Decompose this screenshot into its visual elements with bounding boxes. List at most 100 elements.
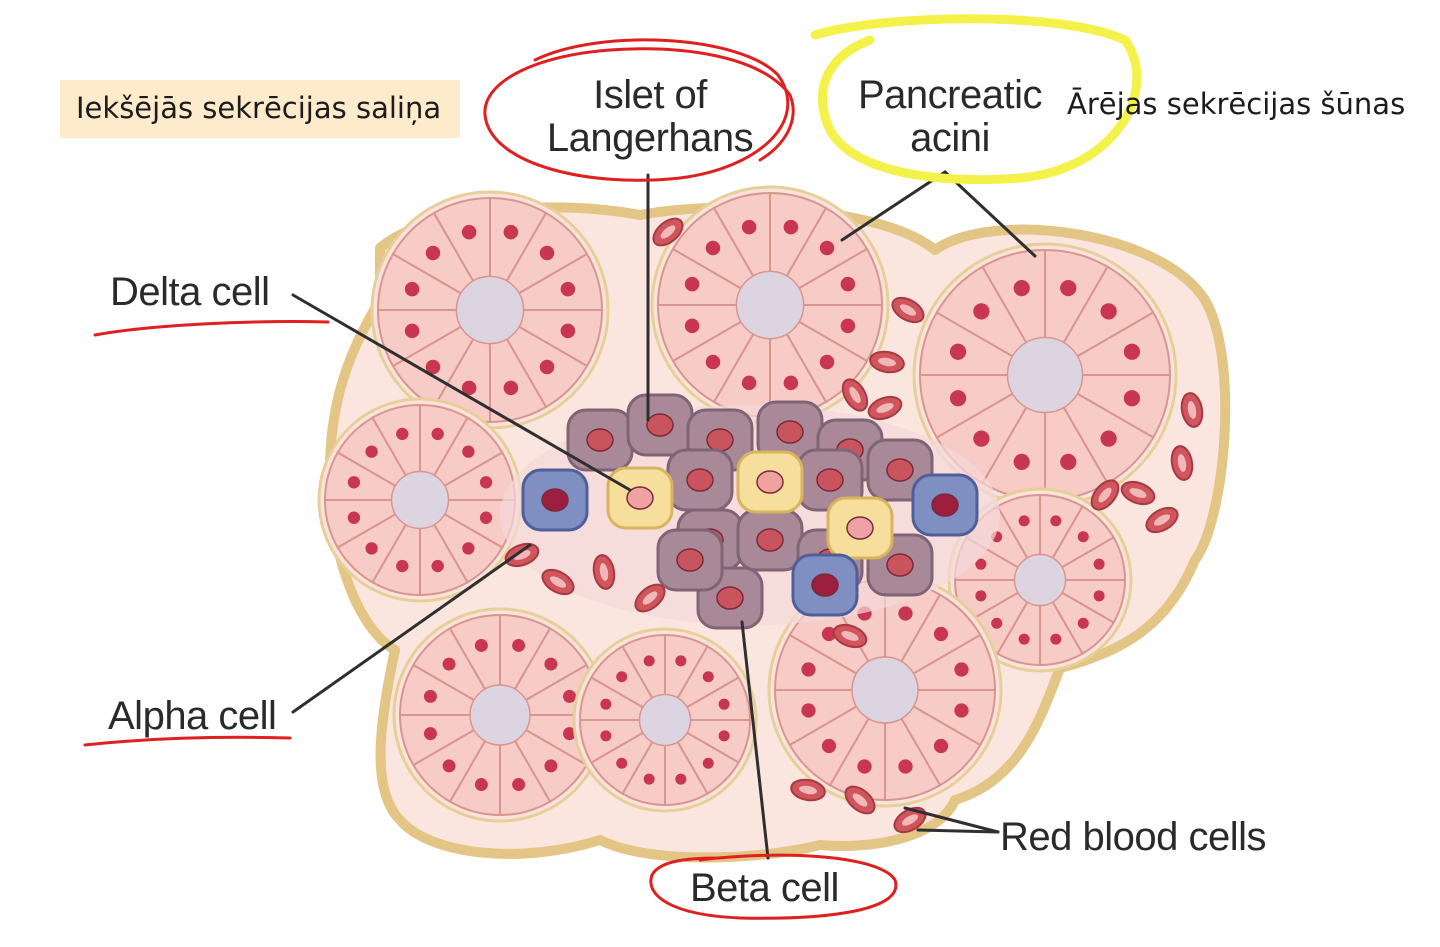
acinar-nucleus: [474, 778, 488, 792]
acinar-nucleus: [1060, 453, 1077, 471]
beta-circle: [649, 853, 898, 920]
rbc-center: [841, 631, 859, 641]
acinus-lumen: [735, 270, 805, 340]
acini-leader-line-1: [840, 170, 947, 242]
acinar-nucleus: [975, 590, 987, 602]
acinar-nucleus: [462, 445, 475, 458]
acinar-nucleus: [600, 698, 612, 710]
acinar-nucleus: [479, 476, 493, 489]
acinar-cell: [1060, 536, 1127, 581]
islet-layer: [500, 393, 1000, 630]
rbc-center: [899, 304, 917, 316]
acinar-nucleus: [442, 657, 456, 671]
acinar-nucleus: [1060, 279, 1077, 297]
acinar-nucleus: [544, 657, 558, 671]
delta-cell-label: Delta cell: [110, 270, 270, 314]
rbc-center: [1177, 454, 1187, 472]
rbc-center: [878, 357, 896, 367]
acinar-nucleus: [954, 662, 969, 677]
red-blood-cell: [832, 623, 868, 649]
acinar-nucleus: [503, 224, 519, 240]
acinar-nucleus: [1123, 343, 1141, 360]
acinar-nucleus: [560, 281, 576, 297]
rbc-center: [1187, 401, 1197, 419]
rbc-center: [1098, 487, 1112, 503]
acinar-nucleus: [933, 738, 949, 754]
acinus-lumen: [1006, 336, 1084, 414]
acinar-nucleus: [560, 323, 576, 339]
acinar-nucleus: [563, 727, 577, 741]
acinar-nucleus: [675, 773, 687, 785]
beta-cell: [756, 400, 824, 464]
beta-cell-nucleus: [676, 548, 704, 572]
acinar-nucleus: [396, 427, 409, 441]
delta-cell: [826, 496, 894, 560]
rbc-center: [642, 591, 658, 605]
red-blood-cell: [844, 785, 876, 815]
islet-label-line2: Langerhans: [546, 116, 754, 160]
acinar-nucleus: [1077, 617, 1089, 629]
acinar-cell: [1076, 311, 1172, 376]
acinar-nucleus: [347, 511, 361, 524]
acinar-cell: [797, 247, 884, 306]
rbc-center: [599, 563, 609, 581]
acinar-nucleus: [949, 343, 967, 360]
acinar-nucleus: [898, 606, 913, 621]
rbc-center: [549, 576, 567, 588]
red-blood-cell: [1120, 480, 1156, 506]
acinar-nucleus: [1123, 390, 1141, 407]
alpha-cell-nucleus: [541, 488, 569, 512]
acinar-nucleus: [1100, 430, 1117, 447]
alpha-cell: [791, 553, 859, 617]
alpha-cell-nucleus: [811, 573, 839, 597]
acinar-nucleus: [462, 542, 475, 555]
rbc-center: [1153, 514, 1171, 526]
acinar-nucleus: [819, 240, 835, 256]
acinar-nucleus: [1018, 515, 1030, 527]
acinar-nucleus: [479, 511, 493, 524]
beta-cell: [736, 508, 804, 572]
alpha-leader-line: [291, 543, 532, 714]
acinar-nucleus: [675, 655, 687, 667]
acinar-nucleus: [404, 323, 420, 339]
acini-translation-annotation: Ārējas sekrēcijas šūnas: [1067, 87, 1406, 121]
alpha-cell: [521, 468, 589, 532]
acinar-nucleus: [718, 698, 730, 710]
acinar-nucleus: [741, 375, 757, 391]
red-blood-cell: [541, 568, 575, 596]
acini-label-line1: Pancreatic: [858, 73, 1042, 117]
acinar-nucleus: [973, 303, 990, 320]
rbc-center: [901, 814, 919, 826]
acinar-nucleus: [512, 778, 526, 792]
acinar-nucleus: [365, 445, 378, 458]
rbc-leader-line-2: [916, 828, 1000, 834]
acinar-nucleus: [544, 759, 558, 773]
beta-cell-nucleus: [646, 413, 674, 437]
red-blood-cell: [841, 378, 869, 412]
rbc-center: [852, 793, 868, 807]
red-blood-cell: [893, 806, 927, 834]
red-blood-cells-label: Red blood cells: [1000, 815, 1267, 859]
red-blood-cell: [869, 350, 905, 374]
red-blood-cell: [1145, 506, 1179, 534]
beta-cell: [656, 528, 724, 592]
acinar-nucleus: [423, 727, 437, 741]
acinar-nucleus: [933, 626, 949, 642]
red-blood-cell: [867, 395, 903, 421]
rbc-center: [876, 403, 894, 413]
acinar-nucleus: [1093, 590, 1105, 602]
acinar-nucleus: [643, 655, 655, 667]
acinar-nucleus: [783, 219, 799, 235]
acinar-nucleus: [954, 703, 969, 718]
beta-cell-nucleus: [886, 553, 914, 577]
acinar-nucleus: [643, 773, 655, 785]
acinar-nucleus: [1077, 531, 1089, 543]
acinar-nucleus: [702, 757, 714, 769]
islet-translation-annotation: Iekšējās sekrēcijas saliņa: [76, 91, 442, 125]
acinus-lumen: [851, 656, 919, 724]
acinar-nucleus: [365, 542, 378, 555]
acinar-nucleus: [600, 730, 612, 742]
acinar-nucleus: [702, 671, 714, 683]
acinar-nucleus: [801, 703, 816, 718]
acinar-cell: [685, 676, 752, 721]
